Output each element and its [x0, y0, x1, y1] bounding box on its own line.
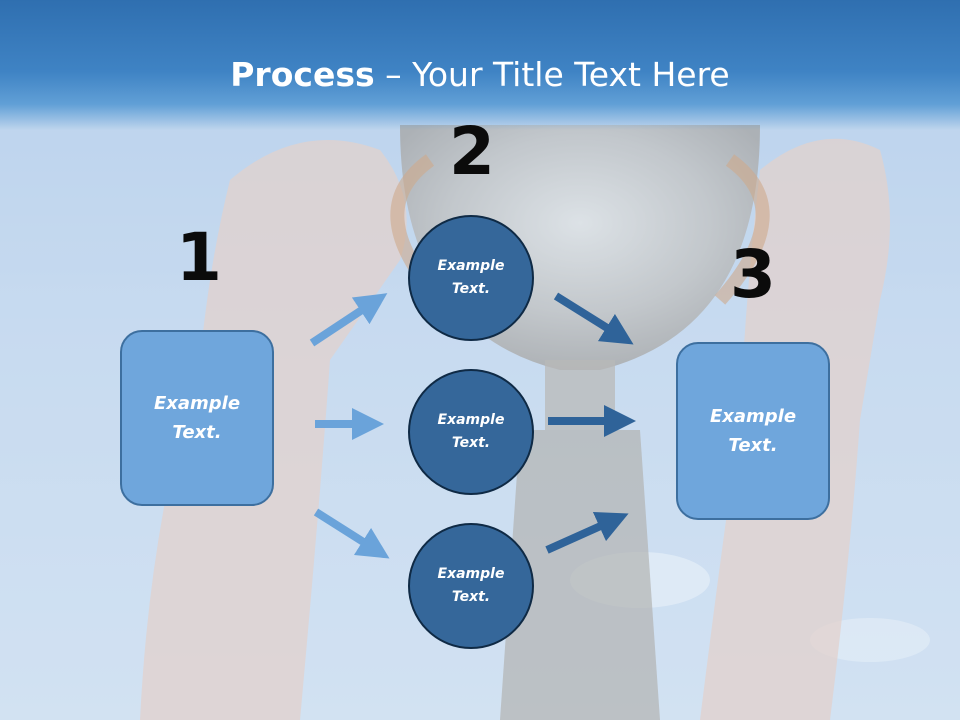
step-3-box-text: Example Text. — [709, 406, 797, 456]
arrow-1-to-top — [309, 293, 388, 347]
step-number-2: 2 — [449, 113, 495, 190]
arrow-top-to-3 — [553, 292, 634, 345]
title-rest: – Your Title Text Here — [374, 55, 730, 94]
step-1-box-text: Example Text. — [153, 393, 241, 443]
circle-bottom-text: Example Text. — [437, 566, 505, 605]
step-3-box: Example Text. — [676, 342, 830, 520]
circle-middle: Example Text. — [408, 369, 534, 495]
arrow-bottom-to-3 — [545, 511, 629, 554]
circle-bottom: Example Text. — [408, 523, 534, 649]
title-banner — [0, 0, 960, 130]
circle-middle-text: Example Text. — [437, 412, 505, 451]
arrow-1-to-bottom — [313, 508, 390, 559]
title-bold: Process — [230, 55, 375, 94]
slide-title: Process – Your Title Text Here — [0, 55, 960, 95]
circle-top-text: Example Text. — [437, 258, 505, 297]
circle-top: Example Text. — [408, 215, 534, 341]
step-number-3: 3 — [730, 236, 776, 313]
step-number-1: 1 — [176, 219, 222, 296]
step-1-box: Example Text. — [120, 330, 274, 506]
